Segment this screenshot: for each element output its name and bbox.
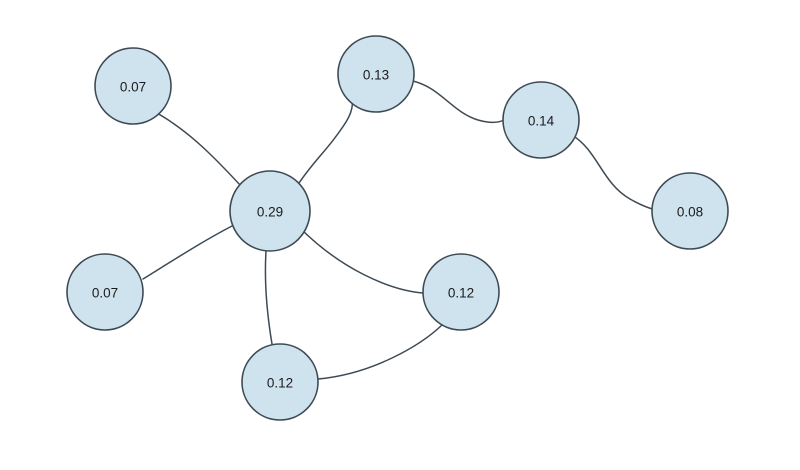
node-circle[interactable]: [94, 47, 172, 125]
edges-layer: [142, 80, 657, 380]
node-circle[interactable]: [502, 81, 580, 159]
node-circle[interactable]: [241, 343, 319, 421]
node-circle[interactable]: [229, 170, 311, 252]
graph-edge: [412, 80, 505, 124]
graph-node[interactable]: 0.14: [502, 81, 580, 159]
nodes-layer: 0.07 0.13 0.14 0.08 0.29 0.07 0.12 0.12: [66, 35, 729, 421]
node-circle[interactable]: [66, 253, 144, 331]
graph-edge: [317, 324, 443, 380]
graph-edge: [156, 112, 242, 187]
graph-edge: [264, 250, 273, 345]
node-circle[interactable]: [422, 253, 500, 331]
graph-node[interactable]: 0.08: [651, 172, 729, 250]
graph-edge: [299, 227, 424, 294]
graph-edge: [296, 87, 354, 187]
graph-node[interactable]: 0.07: [66, 253, 144, 331]
graph-edge: [571, 134, 657, 211]
graph-node[interactable]: 0.13: [337, 35, 415, 113]
graph-node[interactable]: 0.12: [422, 253, 500, 331]
graph-edge: [142, 225, 233, 280]
node-circle[interactable]: [337, 35, 415, 113]
node-circle[interactable]: [651, 172, 729, 250]
graph-node[interactable]: 0.29: [229, 170, 311, 252]
graph-node[interactable]: 0.07: [94, 47, 172, 125]
graph-node[interactable]: 0.12: [241, 343, 319, 421]
